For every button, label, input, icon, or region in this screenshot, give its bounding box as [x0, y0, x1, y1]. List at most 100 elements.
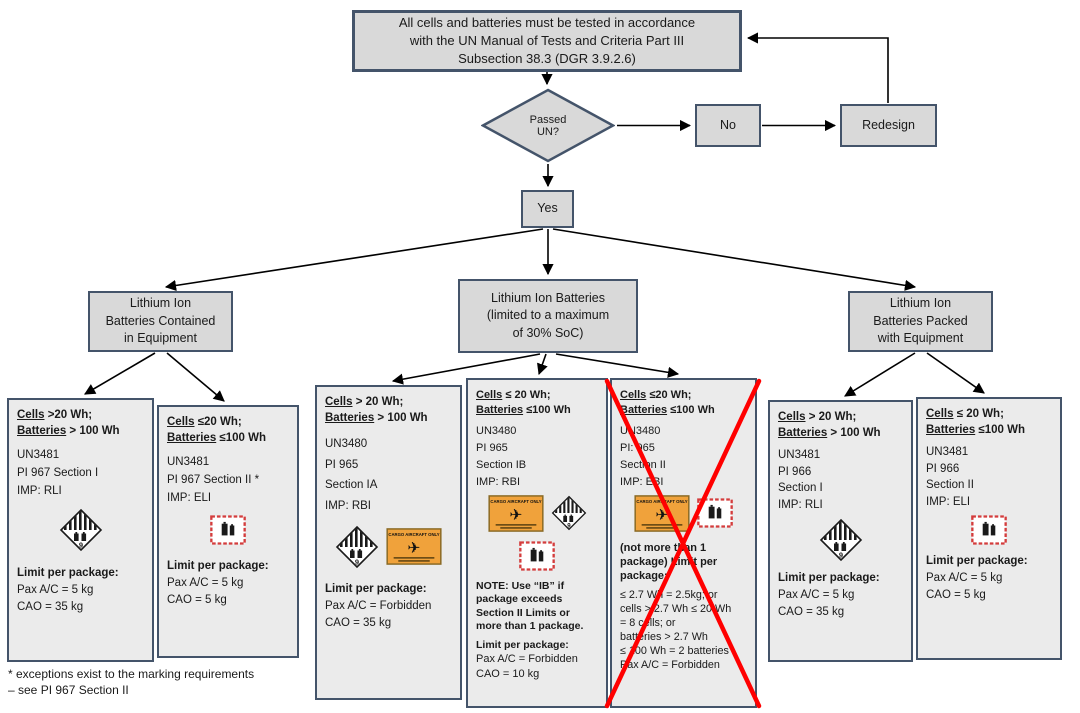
limit-values: Pax A/C = 5 kg CAO = 5 kg: [167, 576, 244, 606]
arrow-contained-to-l2: [166, 352, 225, 402]
limit-values: ≤ 2.7 Wh = 2.5kg; or cells > 2.7 Wh ≤ 20…: [620, 588, 732, 671]
batteries-word: Batteries: [17, 424, 67, 437]
no-box: No: [695, 104, 761, 147]
detail-box-pi967-section1: Cells >20 Wh; Batteries > 100 Wh UN3481 …: [7, 398, 154, 662]
detail-box-pi967-section2: Cells ≤20 Wh; Batteries ≤100 Wh UN3481 P…: [157, 405, 299, 658]
arrow-contained-to-l1: [84, 352, 156, 395]
cargo-aircraft-only-icon: CARGO AIRCRAFT ONLY ✈: [634, 495, 690, 537]
category-contained-box: Lithium Ion Batteries Contained in Equip…: [88, 291, 233, 352]
cells-threshold: ≤ 20 Wh;: [502, 389, 551, 401]
svg-text:9: 9: [355, 557, 359, 566]
footnote: * exceptions exist to the marking requir…: [8, 667, 255, 698]
limit-values: Pax A/C = Forbidden CAO = 35 kg: [325, 599, 432, 630]
cells-word: Cells: [620, 389, 647, 401]
batteries-threshold: ≤100 Wh: [667, 403, 715, 416]
cells-word: Cells: [476, 389, 503, 401]
svg-text:9: 9: [567, 523, 571, 530]
batteries-word: Batteries: [476, 403, 524, 416]
decision-diamond: Passed UN?: [480, 88, 616, 163]
batteries-heading: Batteries ≤100 Wh: [620, 403, 747, 418]
detail-box-pi965-sectionIA: Cells > 20 Wh; Batteries > 100 Wh UN3480…: [315, 385, 462, 700]
limit-heading: Limit per package:: [926, 555, 1028, 568]
svg-text:9: 9: [838, 550, 842, 559]
batteries-heading: Batteries ≤100 Wh: [926, 423, 1052, 439]
cells-heading: Cells >20 Wh;: [17, 408, 144, 424]
limit-heading: Limit per package:: [778, 572, 880, 585]
diamond-shape: [480, 88, 616, 163]
batteries-threshold: > 100 Wh: [66, 424, 120, 437]
batteries-heading: Batteries > 100 Wh: [17, 424, 144, 440]
batteries-heading: Batteries ≤100 Wh: [167, 431, 289, 447]
redesign-box: Redesign: [840, 104, 937, 147]
class9-hazard-label-icon: 9: [59, 508, 103, 558]
cells-threshold: >20 Wh;: [44, 409, 93, 421]
batteries-threshold: ≤100 Wh: [216, 431, 266, 444]
cells-word: Cells: [167, 416, 195, 428]
box-details: UN3481 PI 967 Section II * IMP: ELI: [167, 456, 260, 504]
limit-values: Pax A/C = 5 kg CAO = 5 kg: [926, 571, 1003, 601]
batteries-word: Batteries: [620, 403, 668, 416]
batteries-word: Batteries: [778, 426, 828, 439]
cargo-aircraft-only-icon: CARGO AIRCRAFT ONLY ✈: [386, 528, 442, 571]
yes-box: Yes: [521, 190, 574, 228]
cells-heading: Cells > 20 Wh;: [778, 410, 903, 426]
cells-heading: Cells ≤ 20 Wh;: [926, 407, 1052, 423]
cells-heading: Cells ≤ 20 Wh;: [476, 388, 598, 403]
svg-text:CARGO AIRCRAFT ONLY: CARGO AIRCRAFT ONLY: [388, 532, 439, 537]
box-details: UN3480 PI 965 Section IA IMP: RBI: [325, 438, 378, 513]
svg-text:✈: ✈: [509, 507, 522, 524]
class9-hazard-label-icon: 9: [335, 525, 379, 575]
detail-box-pi965-sectionIB: Cells ≤ 20 Wh; Batteries ≤100 Wh UN3480 …: [466, 378, 608, 708]
cells-threshold: ≤20 Wh;: [194, 416, 242, 428]
limit-heading: Limit per package:: [167, 559, 269, 572]
batteries-threshold: ≤100 Wh: [975, 423, 1025, 436]
lithium-battery-mark-icon: [971, 515, 1007, 551]
batteries-word: Batteries: [325, 411, 375, 424]
svg-text:✈: ✈: [655, 507, 668, 524]
decision-label: Passed UN?: [529, 113, 567, 138]
cells-heading: Cells ≤20 Wh;: [167, 415, 289, 431]
limit-heading: Limit per package:: [17, 566, 119, 579]
batteries-word: Batteries: [926, 423, 976, 436]
box-details: UN3480 PI 965 Section IB IMP: RBI: [476, 424, 527, 488]
cells-threshold: ≤ 20 Wh;: [953, 408, 1004, 420]
box-details: UN3481 PI 967 Section I IMP: RLI: [17, 449, 99, 497]
arrow-packed-to-r1: [844, 352, 916, 397]
lithium-battery-mark-icon: [210, 515, 246, 551]
box-details: UN3480 PI: 965 Section II IMP: EBI: [620, 424, 666, 488]
cells-threshold: > 20 Wh;: [805, 411, 857, 423]
limit-heading: Limit per package:: [325, 583, 427, 596]
cells-word: Cells: [778, 411, 806, 423]
svg-text:CARGO AIRCRAFT ONLY: CARGO AIRCRAFT ONLY: [636, 499, 687, 504]
package-limit-note: (not more than 1 package) Limit per pack…: [620, 541, 718, 583]
arrow-standalone-to-c3: [555, 353, 680, 378]
batteries-threshold: ≤100 Wh: [523, 403, 571, 416]
arrow-standalone-to-c1: [391, 353, 541, 385]
lithium-battery-mark-icon: [697, 498, 733, 533]
cells-word: Cells: [926, 408, 954, 420]
cells-heading: Cells ≤20 Wh;: [620, 388, 747, 403]
detail-box-pi966-section2: Cells ≤ 20 Wh; Batteries ≤100 Wh UN3481 …: [916, 397, 1062, 660]
svg-text:CARGO AIRCRAFT ONLY: CARGO AIRCRAFT ONLY: [490, 499, 541, 504]
cargo-aircraft-only-icon: CARGO AIRCRAFT ONLY ✈: [487, 495, 544, 537]
batteries-word: Batteries: [167, 431, 217, 444]
arrow-standalone-to-c2: [537, 353, 548, 376]
category-standalone-box: Lithium Ion Batteries (limited to a maxi…: [458, 279, 638, 353]
batteries-threshold: > 100 Wh: [827, 426, 881, 439]
section-ib-note: NOTE: Use “IB” if package exceeds Sectio…: [476, 579, 584, 633]
limit-values: Pax A/C = 5 kg CAO = 35 kg: [17, 583, 94, 613]
batteries-heading: Batteries ≤100 Wh: [476, 403, 598, 418]
cells-word: Cells: [325, 396, 353, 408]
lithium-battery-mark-icon: [519, 541, 555, 576]
arrow-packed-to-r2: [926, 352, 985, 394]
batteries-heading: Batteries > 100 Wh: [778, 426, 903, 442]
limit-values: Pax A/C = Forbidden CAO = 10 kg: [476, 653, 578, 680]
cells-threshold: > 20 Wh;: [352, 396, 404, 408]
svg-text:9: 9: [78, 541, 82, 550]
svg-text:✈: ✈: [407, 540, 420, 557]
detail-box-pi966-section1: Cells > 20 Wh; Batteries > 100 Wh UN3481…: [768, 400, 913, 662]
limit-values: Pax A/C = 5 kg CAO = 35 kg: [778, 588, 855, 618]
title-box: All cells and batteries must be tested i…: [352, 10, 742, 72]
batteries-heading: Batteries > 100 Wh: [325, 411, 452, 427]
